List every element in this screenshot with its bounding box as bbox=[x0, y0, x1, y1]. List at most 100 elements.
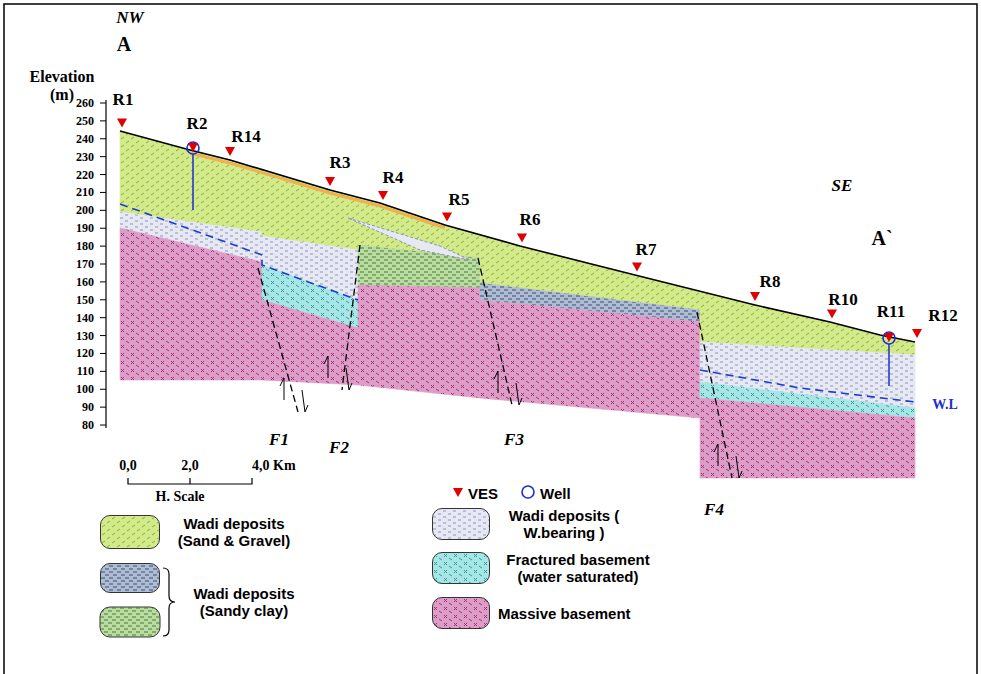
ves-symbol bbox=[188, 143, 198, 152]
ves-symbol bbox=[750, 292, 760, 301]
scale-label: 4,0 Km bbox=[252, 458, 296, 474]
axis-tick bbox=[100, 425, 106, 426]
axis-tick bbox=[100, 210, 106, 211]
axis-tick bbox=[100, 156, 106, 157]
tick-label: 130 bbox=[76, 328, 94, 343]
ves-symbol bbox=[632, 263, 642, 272]
ves-symbol bbox=[517, 234, 527, 243]
axis-tick bbox=[100, 371, 106, 372]
station-label: R4 bbox=[383, 168, 404, 188]
legend-text: Massive basement bbox=[498, 605, 631, 622]
legend-texture bbox=[101, 516, 160, 549]
rock-layer bbox=[262, 300, 358, 385]
axis-tick bbox=[100, 246, 106, 247]
fault-line bbox=[258, 268, 298, 412]
axis-tick bbox=[100, 228, 106, 229]
rock-texture bbox=[262, 300, 358, 385]
ves-symbol bbox=[442, 213, 452, 222]
axis-tick bbox=[100, 192, 106, 193]
well-line bbox=[888, 344, 890, 386]
legend-texture bbox=[100, 607, 160, 637]
tick-label: 230 bbox=[76, 149, 94, 164]
station-label: R7 bbox=[636, 240, 657, 260]
tick-label: 200 bbox=[76, 203, 94, 218]
rock-texture bbox=[480, 300, 700, 418]
legend-texture bbox=[433, 553, 490, 584]
station-label: R5 bbox=[449, 190, 470, 210]
legend-texture bbox=[433, 509, 490, 540]
station-label: R3 bbox=[330, 153, 351, 173]
fault-line bbox=[697, 312, 732, 478]
axis-tick bbox=[100, 264, 106, 265]
fault-label: F2 bbox=[329, 438, 349, 458]
tick-label: 240 bbox=[76, 131, 94, 146]
fault-label: F3 bbox=[504, 430, 524, 450]
legend-text: Wadi deposits ( W.bearing ) bbox=[498, 507, 630, 541]
fault-arrow bbox=[280, 378, 284, 400]
legend-swatch bbox=[432, 597, 490, 629]
fault-arrow bbox=[494, 371, 498, 393]
axis-tick bbox=[100, 174, 106, 175]
scale-title: H. Scale bbox=[156, 489, 205, 505]
ground-surface bbox=[120, 131, 915, 342]
axis-tick bbox=[100, 299, 106, 300]
water-level bbox=[700, 370, 915, 402]
tick-label: 80 bbox=[82, 418, 94, 433]
well-symbol bbox=[883, 332, 895, 344]
tick-label: 120 bbox=[76, 346, 94, 361]
fault-arrow bbox=[324, 356, 328, 378]
layers bbox=[120, 131, 915, 478]
rock-layer bbox=[120, 228, 262, 380]
axis-tick bbox=[100, 120, 106, 121]
legend-bracket bbox=[163, 568, 175, 636]
station-label: R6 bbox=[520, 210, 541, 230]
tick-label: 140 bbox=[76, 310, 94, 325]
legend-texture bbox=[433, 509, 490, 540]
axis-tick bbox=[100, 103, 106, 104]
tick-label: 170 bbox=[76, 257, 94, 272]
direction-label: NW bbox=[116, 8, 143, 28]
rock-texture bbox=[358, 245, 480, 288]
tick-label: 260 bbox=[76, 96, 94, 111]
water-level-label: W.L bbox=[932, 397, 958, 413]
station-label: R10 bbox=[828, 290, 857, 310]
tick-label: 250 bbox=[76, 113, 94, 128]
rock-layer bbox=[358, 245, 480, 288]
axis-tick bbox=[100, 353, 106, 354]
tick-label: 220 bbox=[76, 167, 94, 182]
well-legend-symbol bbox=[522, 486, 534, 498]
ves-symbol bbox=[325, 177, 335, 186]
station-label: R8 bbox=[760, 272, 781, 292]
legend-texture bbox=[101, 564, 160, 593]
fault-arrow bbox=[736, 456, 742, 478]
fault-arrow bbox=[346, 368, 352, 390]
surface-crust bbox=[190, 153, 445, 228]
rock-layer bbox=[358, 285, 480, 398]
tick-label: 110 bbox=[77, 364, 94, 379]
legend-text: VES bbox=[468, 485, 498, 502]
tick-label: 190 bbox=[76, 221, 94, 236]
axis-tick bbox=[100, 138, 106, 139]
legend-texture bbox=[101, 564, 160, 593]
tick-label: 100 bbox=[76, 382, 94, 397]
fault-line bbox=[478, 258, 512, 405]
ves-symbol bbox=[453, 488, 463, 497]
section-end: A` bbox=[871, 227, 892, 250]
frame bbox=[4, 4, 977, 674]
rock-texture bbox=[358, 285, 480, 398]
legend-texture bbox=[433, 598, 490, 629]
ves-symbol bbox=[912, 329, 922, 338]
rock-layer bbox=[700, 398, 915, 478]
axis-tick bbox=[100, 389, 106, 390]
fault-arrow bbox=[302, 390, 308, 412]
axis-tick bbox=[100, 335, 106, 336]
scale-bar bbox=[128, 478, 252, 484]
water-level bbox=[120, 204, 358, 300]
legend-texture bbox=[101, 516, 160, 549]
rock-layer bbox=[480, 300, 700, 418]
lines bbox=[100, 100, 922, 637]
legend-texture bbox=[433, 553, 490, 584]
fault-label: F1 bbox=[269, 430, 289, 450]
scale-label: 0,0 bbox=[119, 458, 137, 474]
